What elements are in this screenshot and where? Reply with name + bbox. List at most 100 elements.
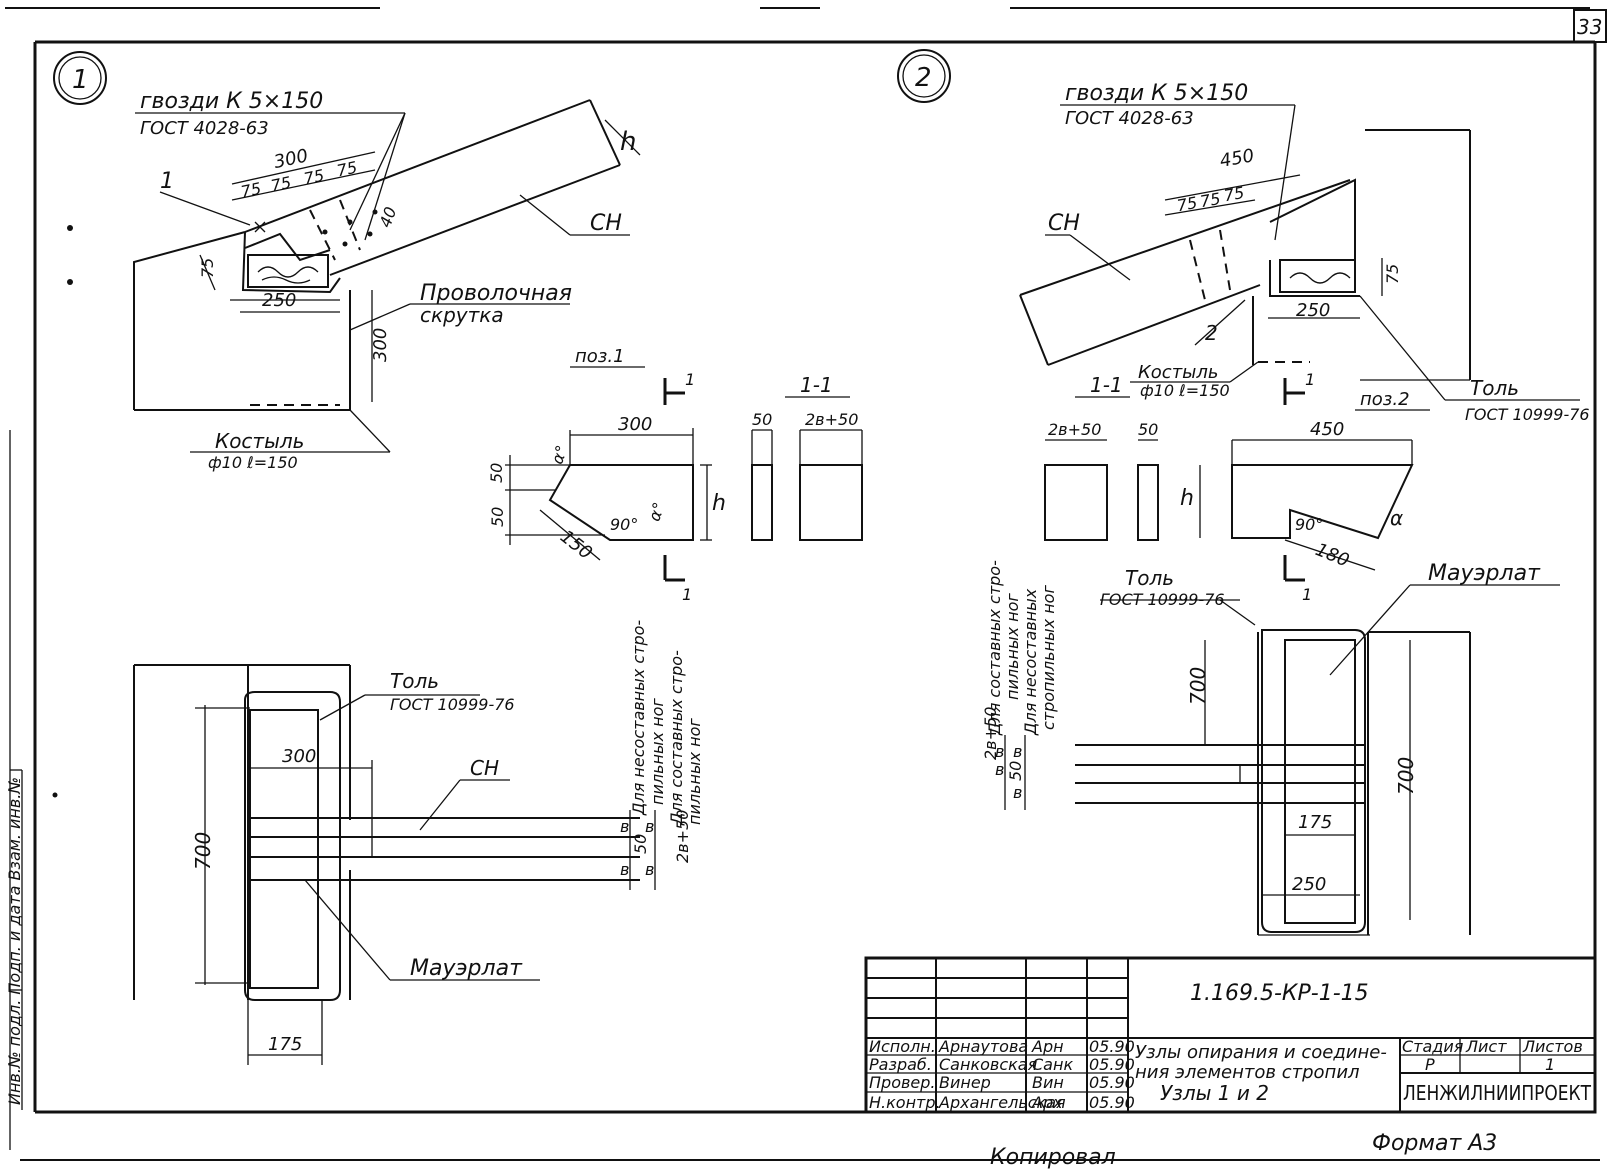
- title-block-row-2-date: 05.90: [1089, 1055, 1135, 1074]
- node-2-plan-50: 50: [1006, 761, 1025, 781]
- pos-2-section-mark-bottom: 1: [1302, 585, 1312, 604]
- sheet-number: 33: [1577, 15, 1602, 39]
- node-2-plan-dim-700-left: 700: [1186, 667, 1210, 705]
- pos-1-dim-50-b: 50: [488, 507, 507, 527]
- node-2-dim-75-c: 75: [1222, 183, 1245, 205]
- node-2-marker: 2: [915, 63, 932, 93]
- node-1-marker: 1: [72, 65, 89, 95]
- binding-side-note: Инв.№ подл. Подп. и дата Взам. инв.№: [5, 777, 24, 1105]
- pos-1-section-title: 1-1: [800, 373, 833, 397]
- title-block-row-2-role: Разраб.: [869, 1055, 932, 1074]
- node-1-plan-tol-label: Толь: [390, 669, 439, 693]
- node-1-marker-circle: [53, 51, 107, 105]
- node-1-plan-dim-175: 175: [268, 1034, 302, 1055]
- pos-1-dim-150: 150: [556, 526, 596, 564]
- node-1-dim-75-c: 75: [302, 166, 326, 189]
- node-1-wire-label-2: скрутка: [420, 303, 504, 327]
- title-block-row-4-name: Архангельская: [938, 1093, 1066, 1112]
- pos-1-title: поз.1: [575, 346, 625, 367]
- node-2-note-a-2: пильных ног: [1003, 593, 1022, 700]
- title-block-row-3-role: Провер.: [869, 1073, 936, 1092]
- title-block-row-4-role: Н.контр.: [869, 1093, 941, 1112]
- title-block-stage-header: Стадия: [1402, 1037, 1464, 1056]
- pos-2-sec-50: 50: [1138, 420, 1158, 439]
- node-1-wire-label-1: Проволочная: [420, 281, 572, 306]
- title-block-row-1-sign: Арн: [1031, 1037, 1064, 1056]
- pos-2-section-mark-top: 1: [1305, 370, 1315, 389]
- node-2-plan-b4: в: [1013, 742, 1022, 761]
- node-2-note-b-1: Для несоставных: [1021, 588, 1040, 736]
- node-1-note-b-1: Для составных стро-: [667, 650, 686, 826]
- pos-2-sec-2b50: 2в+50: [1048, 420, 1101, 439]
- node-1-dim-75-d: 75: [335, 158, 359, 181]
- node-1-plan-tol-gost: ГОСТ 10999-76: [390, 695, 515, 714]
- pos-1-dim-300: 300: [618, 414, 652, 435]
- node-2-nails-gost: ГОСТ 4028-63: [1065, 108, 1194, 129]
- node-1-plan-b1: в: [620, 817, 629, 836]
- node-1-plan-mauerlat: Мауэрлат: [410, 956, 523, 981]
- title-block-title-line-3: Узлы 1 и 2: [1160, 1081, 1269, 1105]
- node-2-dim-75-side: 75: [1383, 264, 1402, 284]
- node-2-tol-gost: ГОСТ 10999-76: [1465, 405, 1590, 424]
- pos-1-sec-50: 50: [752, 410, 772, 429]
- title-block-row-3-name: Винер: [939, 1073, 991, 1092]
- title-block-row-2-sign: Санк: [1032, 1055, 1073, 1074]
- node-1-crutch-label: Костыль: [215, 429, 304, 453]
- node-1-note-a-1: Для несоставных стро-: [629, 620, 648, 816]
- node-1-plan-2b50: 2в+50: [673, 810, 692, 863]
- node-1-plan-50: 50: [631, 834, 650, 854]
- node-1-dim-h: h: [620, 127, 636, 157]
- copied-label: Копировал: [990, 1145, 1116, 1169]
- title-block-title-line-1: Узлы опирания и соедине-: [1135, 1042, 1387, 1063]
- title-block-row-4-date: 05.90: [1089, 1093, 1135, 1112]
- node-2-dim-75-b: 75: [1199, 189, 1222, 211]
- title-block-row-3-date: 05.90: [1089, 1073, 1135, 1092]
- node-1-plan-sn: СН: [470, 756, 499, 780]
- node-1-rafter-label: СН: [590, 211, 622, 236]
- node-2-plan-b2: в: [1013, 783, 1022, 802]
- title-block: 1.169.5-КР-1-15 Исполн. Арнаутова Арн 05…: [864, 956, 1597, 1114]
- node-2-crutch-label: Костыль: [1138, 362, 1219, 383]
- node-1-pos-label: 1: [160, 169, 174, 194]
- node-1-plan-dim-300: 300: [282, 746, 316, 767]
- node-2-nails-label: гвозди К 5×150: [1065, 81, 1248, 106]
- title-block-sheet-value: 1: [1545, 1055, 1555, 1074]
- pos-1-section-mark-bottom: 1: [682, 585, 692, 604]
- title-block-row-1-name: Арнаутова: [938, 1037, 1028, 1056]
- pos-2-dim-450: 450: [1310, 419, 1344, 440]
- format-label: Формат А3: [1372, 1131, 1497, 1156]
- pos-2-dim-alpha: α: [1390, 506, 1403, 530]
- node-2-elevation: 2 гвозди К 5×150 ГОСТ 4028-63 450 75 75 …: [897, 49, 1590, 424]
- bottom-notes: Копировал Формат А3: [990, 1131, 1497, 1169]
- node-2-pos-label: 2: [1205, 321, 1218, 345]
- pos-2-dim-180: 180: [1312, 539, 1352, 571]
- node-1-dim-75-b: 75: [269, 173, 293, 196]
- title-block-row-1-date: 05.90: [1089, 1037, 1135, 1056]
- title-block-sheets-header: Листов: [1522, 1037, 1583, 1056]
- pos-1-dim-alpha-b: α°: [645, 500, 669, 524]
- node-2-plan-tol-label: Толь: [1125, 566, 1174, 590]
- node-1-crutch-spec: ф10 ℓ=150: [208, 453, 298, 472]
- node-1-dim-75-a: 75: [239, 179, 263, 202]
- pos-1-dim-50-a: 50: [487, 463, 506, 483]
- node-1-dim-250: 250: [262, 290, 296, 311]
- title-block-title-line-2: ния элементов стропил: [1135, 1062, 1360, 1083]
- title-block-row-1-role: Исполн.: [869, 1037, 936, 1056]
- node-2-plan: 700 700 175 250 Толь ГОСТ 10999-76 Мауэр…: [981, 560, 1560, 936]
- node-2-plan-tol-gost: ГОСТ 10999-76: [1100, 590, 1225, 609]
- title-block-row-2-name: Санковская: [939, 1055, 1038, 1074]
- pos-2-dim-90: 90°: [1295, 515, 1323, 534]
- node-2-plan-dim-700-right: 700: [1394, 757, 1418, 795]
- title-block-sheet-header: Лист: [1465, 1037, 1507, 1056]
- pos-1-dim-h: h: [712, 491, 726, 516]
- pos-2-section-title: 1-1: [1090, 373, 1123, 397]
- node-2-tol-label: Толь: [1470, 376, 1519, 400]
- node-1-plan-b4: в: [645, 860, 654, 879]
- node-2-plan-2b50: 2в+50: [981, 707, 1000, 760]
- node-2-plan-dim-175: 175: [1298, 812, 1332, 833]
- node-2-note-b-2: стропильных ног: [1039, 585, 1058, 730]
- node-2-marker-circle: [897, 49, 951, 103]
- node-2-crutch-spec: ф10 ℓ=150: [1140, 381, 1230, 400]
- pos-1-dim-alpha-a: α°: [547, 443, 571, 467]
- node-2-note-a-1: Для составных стро-: [985, 560, 1004, 736]
